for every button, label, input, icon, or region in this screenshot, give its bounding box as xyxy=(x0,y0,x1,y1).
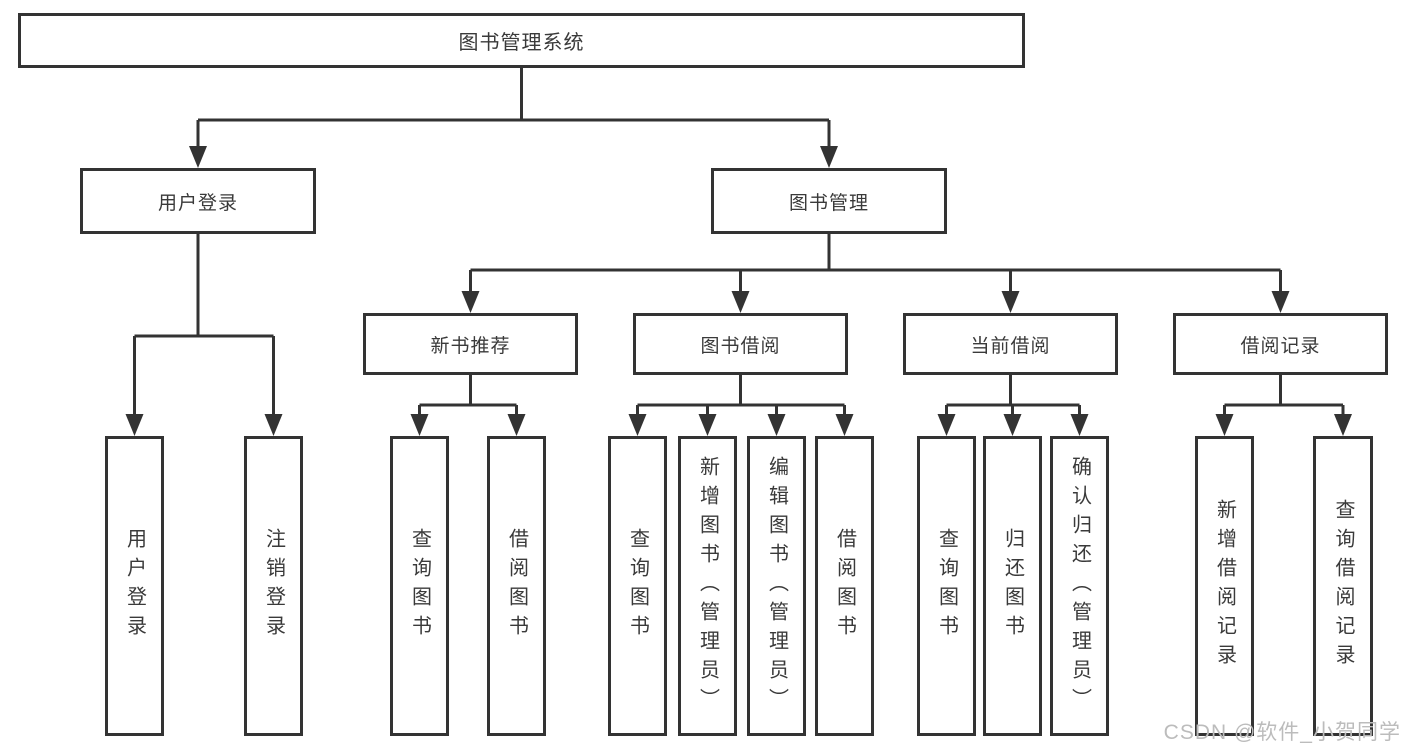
leaf-current-return-label: 归还图书 xyxy=(1001,528,1024,644)
leaf-borrow-edit-admin: 编辑图书（管理员） xyxy=(747,436,806,736)
leaf-borrow-add-admin-label: 新增图书（管理员） xyxy=(696,455,719,717)
node-root-system: 图书管理系统 xyxy=(18,13,1025,68)
leaf-newbooks-query: 查询图书 xyxy=(390,436,449,736)
leaf-borrow-query: 查询图书 xyxy=(608,436,667,736)
leaf-logout: 注销登录 xyxy=(244,436,303,736)
leaf-newbooks-borrow-label: 借阅图书 xyxy=(505,528,528,644)
node-new-book-recommend: 新书推荐 xyxy=(363,313,578,375)
leaf-records-add-label: 新增借阅记录 xyxy=(1213,499,1236,673)
node-borrow-records: 借阅记录 xyxy=(1173,313,1388,375)
leaf-records-query: 查询借阅记录 xyxy=(1313,436,1373,736)
leaf-borrow-borrow-label: 借阅图书 xyxy=(833,528,856,644)
leaf-current-confirm-admin-label: 确认归还（管理员） xyxy=(1068,455,1091,717)
node-book-borrow: 图书借阅 xyxy=(633,313,848,375)
leaf-user-login-label: 用户登录 xyxy=(123,528,146,644)
leaf-borrow-add-admin: 新增图书（管理员） xyxy=(678,436,737,736)
leaf-newbooks-borrow: 借阅图书 xyxy=(487,436,546,736)
leaf-newbooks-query-label: 查询图书 xyxy=(408,528,431,644)
leaf-current-return: 归还图书 xyxy=(983,436,1042,736)
leaf-user-login: 用户登录 xyxy=(105,436,164,736)
leaf-current-query-label: 查询图书 xyxy=(935,528,958,644)
node-current-borrow: 当前借阅 xyxy=(903,313,1118,375)
leaf-current-query: 查询图书 xyxy=(917,436,976,736)
node-book-management: 图书管理 xyxy=(711,168,947,234)
leaf-borrow-borrow: 借阅图书 xyxy=(815,436,874,736)
leaf-borrow-edit-admin-label: 编辑图书（管理员） xyxy=(765,455,788,717)
leaf-borrow-query-label: 查询图书 xyxy=(626,528,649,644)
leaf-logout-label: 注销登录 xyxy=(262,528,285,644)
node-user-login: 用户登录 xyxy=(80,168,316,234)
leaf-records-add: 新增借阅记录 xyxy=(1195,436,1254,736)
leaf-current-confirm-admin: 确认归还（管理员） xyxy=(1050,436,1109,736)
leaf-records-query-label: 查询借阅记录 xyxy=(1332,499,1354,673)
csdn-watermark: CSDN @软件_小贺同学 xyxy=(1163,721,1401,744)
